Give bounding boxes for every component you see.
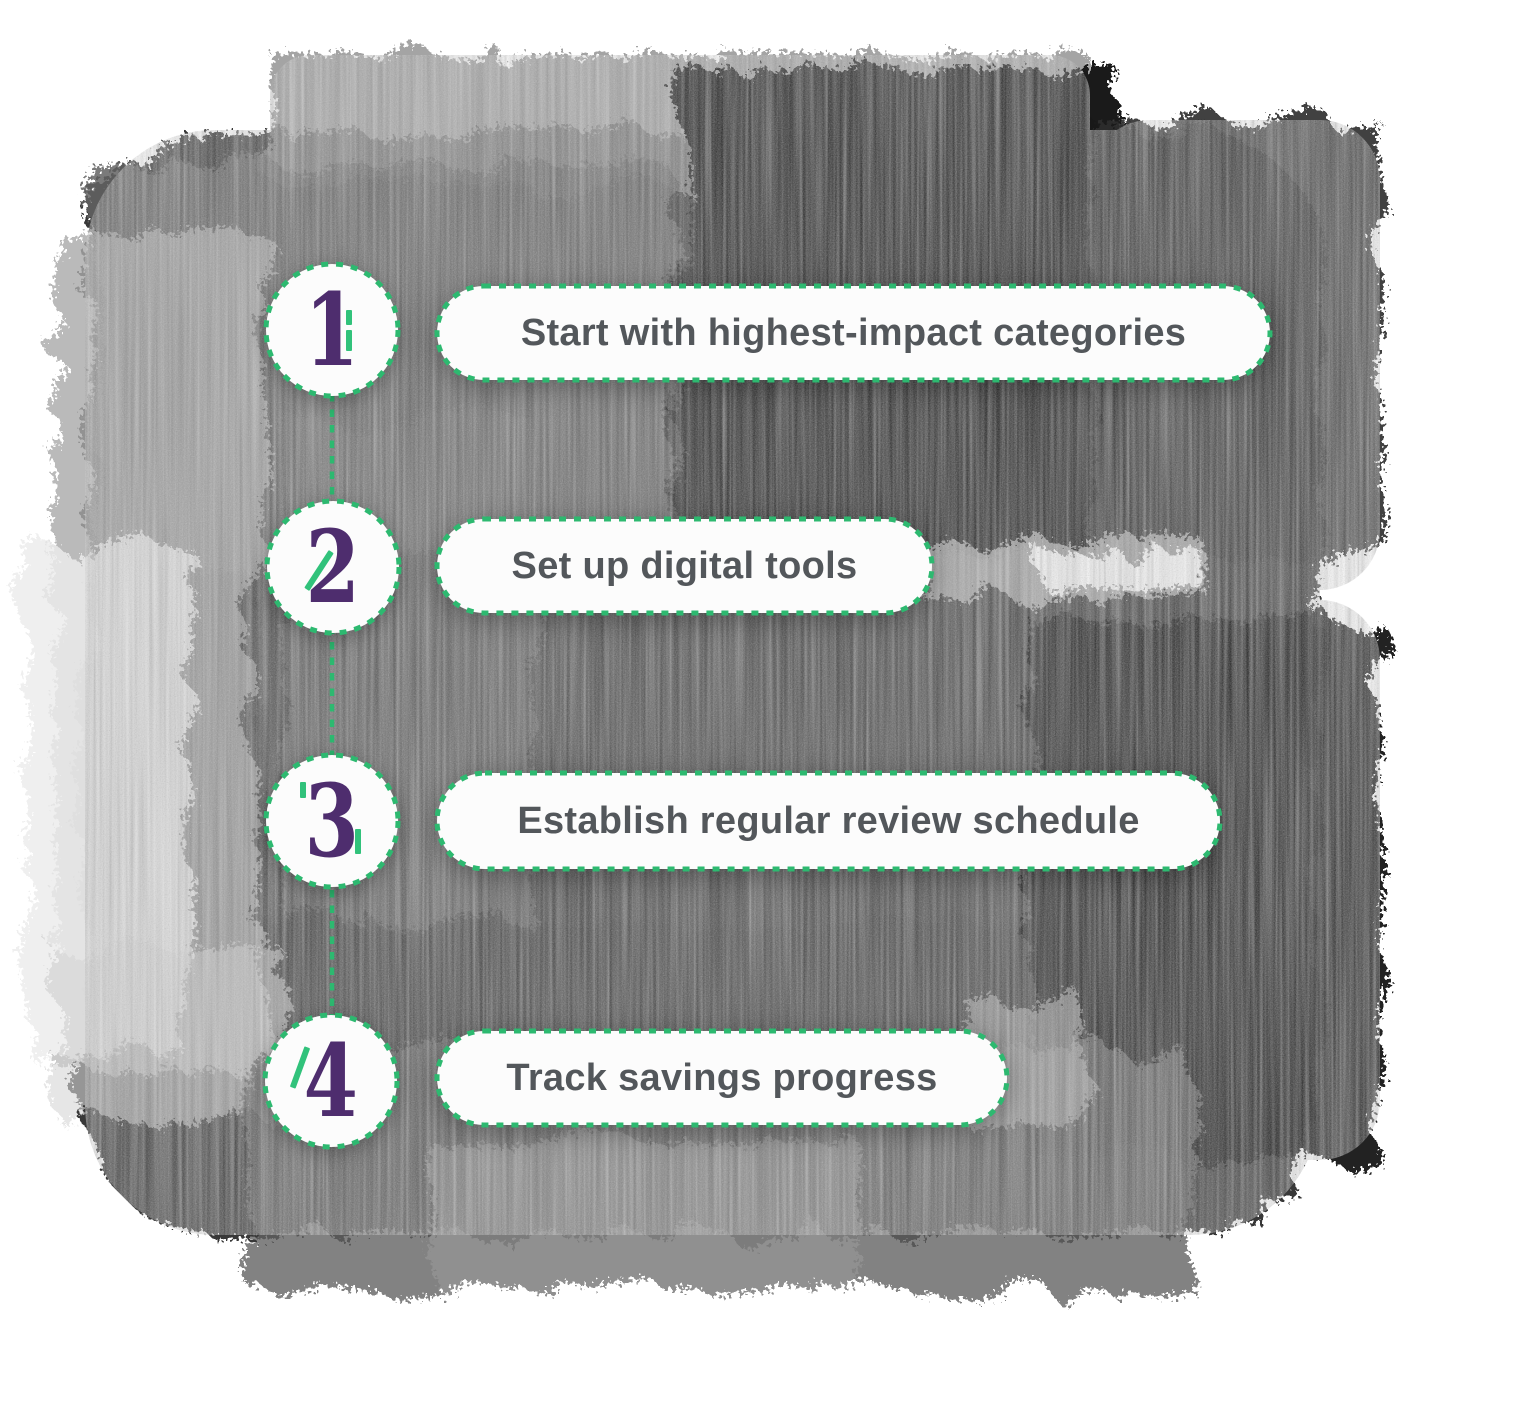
step-1-pill-border: [434, 283, 1273, 383]
step-4-label-pill: Track savings progress: [434, 1028, 1010, 1128]
step-4-dashed-ring: [262, 1012, 400, 1150]
step-4-label: Track savings progress: [506, 1056, 938, 1099]
step-3-dashed-ring: [263, 752, 401, 890]
step-1-accent-mark: [346, 330, 352, 351]
step-1-dashed-ring: [263, 261, 401, 399]
timeline-connector-line: [329, 332, 335, 1083]
step-3-pill-border: [434, 770, 1223, 872]
step-2-number: 2: [305, 508, 361, 626]
step-4-number: 4: [303, 1022, 359, 1140]
step-2-number-badge: 2: [263, 497, 403, 637]
step-3-label: Establish regular review schedule: [517, 799, 1140, 842]
step-4-pill-border: [434, 1028, 1010, 1128]
step-2-dashed-ring: [264, 498, 402, 636]
step-3-accent-mark: [355, 829, 361, 854]
step-3-number-badge: 3: [262, 751, 402, 891]
step-2-label-pill: Set up digital tools: [434, 516, 935, 616]
step-1-label-pill: Start with highest-impact categories: [434, 283, 1273, 383]
step-2-pill-border: [434, 516, 935, 616]
step-4-number-badge: 4: [261, 1011, 401, 1151]
step-1-label: Start with highest-impact categories: [520, 311, 1187, 354]
step-2-label: Set up digital tools: [511, 544, 858, 587]
step-1-number-badge: 1: [262, 260, 402, 400]
step-3-number: 3: [304, 762, 360, 880]
step-3-label-pill: Establish regular review schedule: [434, 770, 1223, 872]
step-1-accent-mark: [346, 310, 352, 325]
step-3-accent-mark: [300, 782, 306, 798]
